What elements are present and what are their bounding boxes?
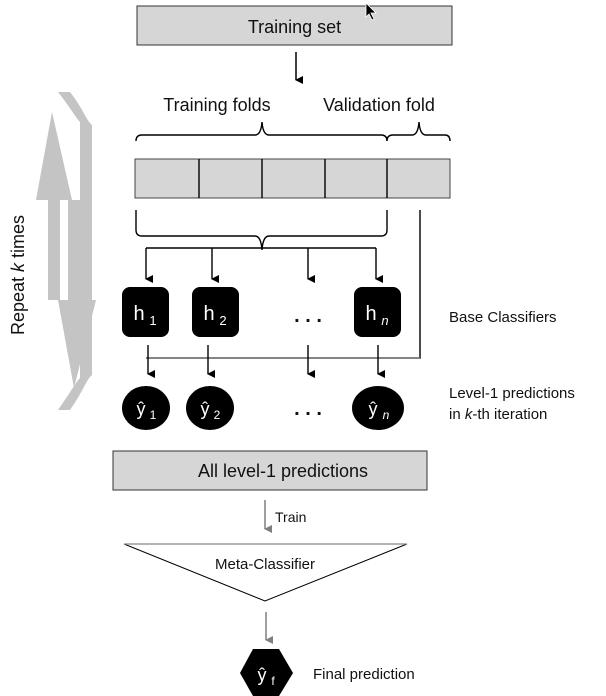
all-level1-box: All level-1 predictions	[112, 450, 428, 491]
mouse-cursor-icon	[365, 2, 377, 21]
final-prediction-node: ŷ f	[240, 649, 293, 696]
all-level1-label: All level-1 predictions	[198, 461, 368, 481]
classifiers-ellipsis: . . .	[294, 305, 322, 327]
svg-text:h: h	[365, 303, 376, 325]
base-classifiers-label: Base Classifiers	[449, 309, 557, 326]
prediction-y1: ŷ 1	[122, 386, 170, 430]
training-folds-brace	[135, 121, 388, 142]
meta-classifier-label: Meta-Classifier	[215, 556, 315, 573]
svg-text:n: n	[381, 313, 388, 328]
train-label: Train	[275, 509, 306, 525]
base-classifier-h2: h 2	[192, 287, 239, 337]
base-classifier-h1: h 1	[122, 287, 169, 337]
level1-label-line1: Level-1 predictions	[449, 385, 575, 402]
svg-text:1: 1	[150, 408, 157, 422]
training-folds-label: Training folds	[163, 95, 270, 115]
up-arrow	[36, 112, 72, 300]
prediction-y2: ŷ 2	[186, 386, 234, 430]
meta-classifier: Meta-Classifier	[123, 543, 408, 602]
validation-fold-brace	[386, 121, 451, 142]
svg-text:h: h	[203, 303, 214, 325]
svg-text:2: 2	[214, 408, 221, 422]
svg-text:ŷ: ŷ	[258, 665, 267, 685]
down-arrow	[58, 200, 96, 388]
training-folds-bottom-brace	[135, 210, 388, 251]
repeat-k-times-label: Repeat k times	[8, 215, 28, 335]
training-set-label: Training set	[248, 17, 341, 37]
final-prediction-label: Final prediction	[313, 666, 415, 683]
prediction-arrows	[147, 345, 385, 378]
validation-fold-label: Validation fold	[323, 95, 435, 115]
svg-text:1: 1	[149, 313, 156, 328]
svg-text:f: f	[271, 674, 275, 688]
svg-text:h: h	[133, 303, 144, 325]
repeat-loop-icon	[36, 92, 96, 410]
svg-text:2: 2	[219, 313, 226, 328]
distribution-arrows	[145, 247, 383, 283]
level1-label-line2: in k-th iteration	[449, 406, 547, 423]
svg-text:ŷ: ŷ	[137, 399, 146, 419]
svg-text:n: n	[383, 408, 390, 422]
folds-row	[134, 158, 451, 199]
training-set-box: Training set	[136, 5, 453, 46]
predictions-ellipsis: . . .	[294, 398, 322, 420]
svg-text:ŷ: ŷ	[369, 399, 378, 419]
base-classifier-hn: h n	[354, 287, 401, 337]
svg-text:ŷ: ŷ	[201, 399, 210, 419]
prediction-yn: ŷ n	[352, 386, 404, 430]
